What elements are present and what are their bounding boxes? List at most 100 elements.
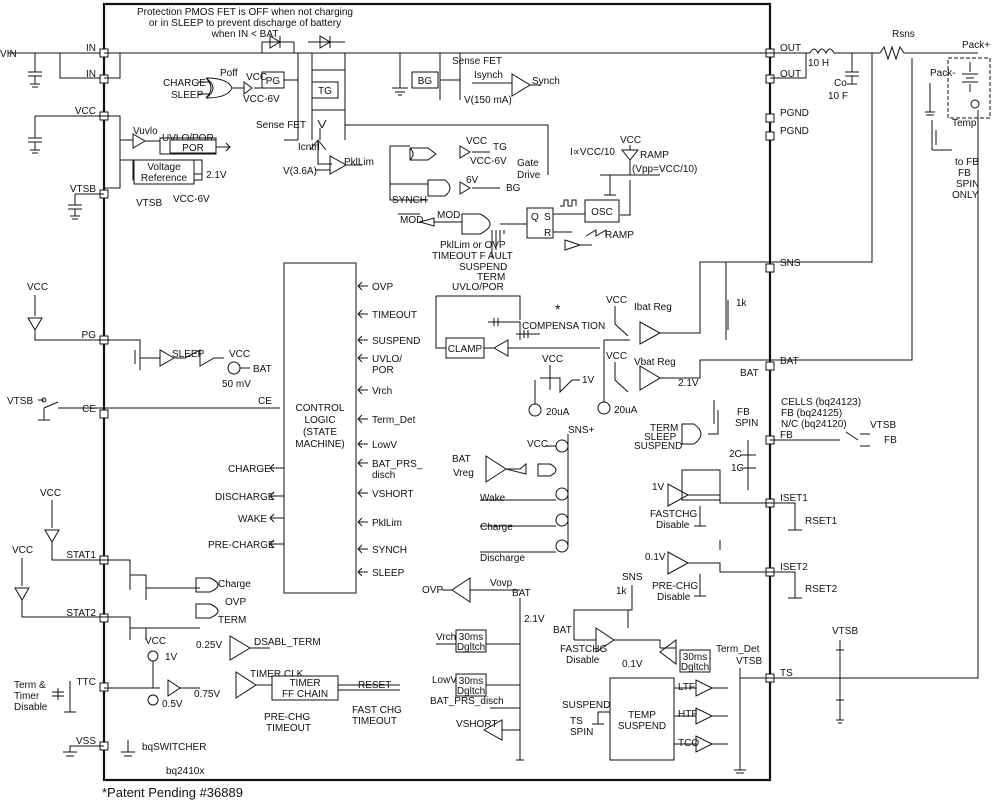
charge-source [555, 513, 569, 527]
term-timer-2: Timer [14, 691, 40, 702]
control-input-label: SLEEP [372, 568, 405, 579]
fault-4: TERM [477, 272, 505, 283]
term-01v: 0.1V [622, 659, 643, 670]
output-cap [845, 53, 859, 85]
bg-box-label: BG [418, 76, 433, 87]
bat-ovp: BAT [512, 588, 531, 599]
mod-bar-label: MOD [400, 215, 423, 226]
control-output-label: DISCHARGE [215, 492, 275, 503]
mod-label: MOD [437, 210, 460, 221]
por-label: POR [182, 143, 204, 154]
left-pin-marker [99, 682, 109, 692]
ltf-label: LTF [678, 682, 695, 693]
osc-pulse [560, 199, 577, 207]
vcc6v-vref: VCC-6V [173, 194, 210, 205]
right-pin-label: ISET2 [780, 562, 808, 573]
vref-1: Voltage [147, 162, 181, 173]
bg-ground [392, 53, 408, 96]
rset1-wire [770, 502, 802, 531]
vreg-comp: Vreg [453, 468, 474, 479]
bat-inner: BAT [740, 368, 759, 379]
sense-fet-2: Sense FET [452, 56, 502, 67]
control-logic-box [283, 262, 357, 594]
pre-chg-timeout-1: PRE-CHG [264, 712, 310, 723]
stat-drivers [104, 559, 200, 640]
bg-label: BG [506, 183, 521, 194]
isynch-label: Isynch [474, 70, 503, 81]
to-fb-2: FB [958, 168, 971, 179]
term-det-out: Term_Det [716, 644, 760, 655]
timer-chain-box [271, 675, 339, 701]
dglitch-3-a: 30ms [683, 652, 707, 663]
sleep-label: SLEEP [172, 349, 205, 360]
pg-led [27, 295, 104, 341]
ttc-wires [104, 661, 200, 697]
vtsb-ts: VTSB [832, 626, 858, 637]
vcc-sns: VCC [527, 439, 548, 450]
timer-chain-1: TIMER [289, 678, 320, 689]
timer-clk-comp [235, 671, 272, 699]
asterisk: * [555, 301, 561, 317]
control-input-arrow [357, 567, 368, 577]
vcc-wiring [104, 115, 217, 189]
sns-plus: SNS+ [568, 425, 595, 436]
iset2-switch [694, 574, 706, 597]
vcc-stat1: VCC [40, 488, 61, 499]
vcc-osc: VCC [620, 135, 641, 146]
battery-cell [962, 62, 978, 92]
v36-label: V(3.6A) [283, 166, 317, 177]
pg-box-label: PG [266, 76, 281, 87]
isrc-wires [534, 339, 630, 404]
sns-1k [725, 262, 729, 340]
vcc-ibat: VCC [606, 295, 627, 306]
fault-2: TIMEOUT F AULT [432, 251, 513, 262]
control-input-label: VSHORT [372, 489, 414, 500]
tg-buffer [459, 145, 490, 159]
htf-label: HTF [678, 709, 697, 720]
right-pin-marker [765, 74, 775, 84]
osc-label: OSC [591, 207, 613, 218]
term-timer-1: Term & [14, 680, 46, 691]
pklim-comp [329, 155, 362, 175]
fast-chg-timeout-2: TIMEOUT [352, 716, 397, 727]
right-pin-label: TS [780, 668, 793, 679]
por-out [216, 142, 231, 152]
inductor [770, 48, 880, 79]
sr-r: R [544, 228, 551, 239]
cell-select [740, 440, 756, 490]
two-one-v-reg: 2.1V [678, 378, 699, 389]
ce-switch [38, 399, 280, 421]
vshort-label: VSHORT [456, 719, 498, 730]
dglitch-3-b: Dgltch [681, 662, 709, 673]
temp-comps [674, 668, 770, 770]
fb-switch [770, 431, 870, 447]
sns-source [555, 439, 569, 453]
ramp-wave [585, 180, 631, 237]
control-input-arrow [357, 414, 368, 424]
control-input-label: Term_Det [372, 415, 416, 426]
fault-wires [491, 230, 505, 258]
cells-note-3: N/C (bq24120) [781, 419, 847, 430]
synch-comp [472, 73, 540, 97]
discharge-label: Discharge [480, 553, 525, 564]
bat-term: BAT [553, 625, 572, 636]
left-pin-label: VCC [75, 106, 96, 117]
tco-label: TCO [678, 738, 699, 749]
vref-box [133, 159, 195, 185]
vcc6v-pg: VCC-6V [243, 94, 280, 105]
sleep-source [227, 361, 241, 375]
header-note-1: Protection PMOS FET is OFF when not char… [137, 7, 353, 18]
stat-and-gates [195, 577, 219, 619]
dglitch-1-a: 30ms [459, 632, 483, 643]
dglitch-2-b: Dgltch [457, 686, 485, 697]
timer-clk-label: TIMER CLK [250, 669, 304, 680]
reset-wire [338, 684, 400, 691]
right-pin-marker [765, 263, 775, 273]
comp-caps [488, 318, 540, 340]
fb-ext-label: FB [884, 435, 897, 446]
pmos-frame [261, 41, 295, 53]
ibat-amp [614, 261, 770, 345]
two-1v-div: 2.1V [524, 614, 545, 625]
mod-inv [418, 217, 462, 227]
